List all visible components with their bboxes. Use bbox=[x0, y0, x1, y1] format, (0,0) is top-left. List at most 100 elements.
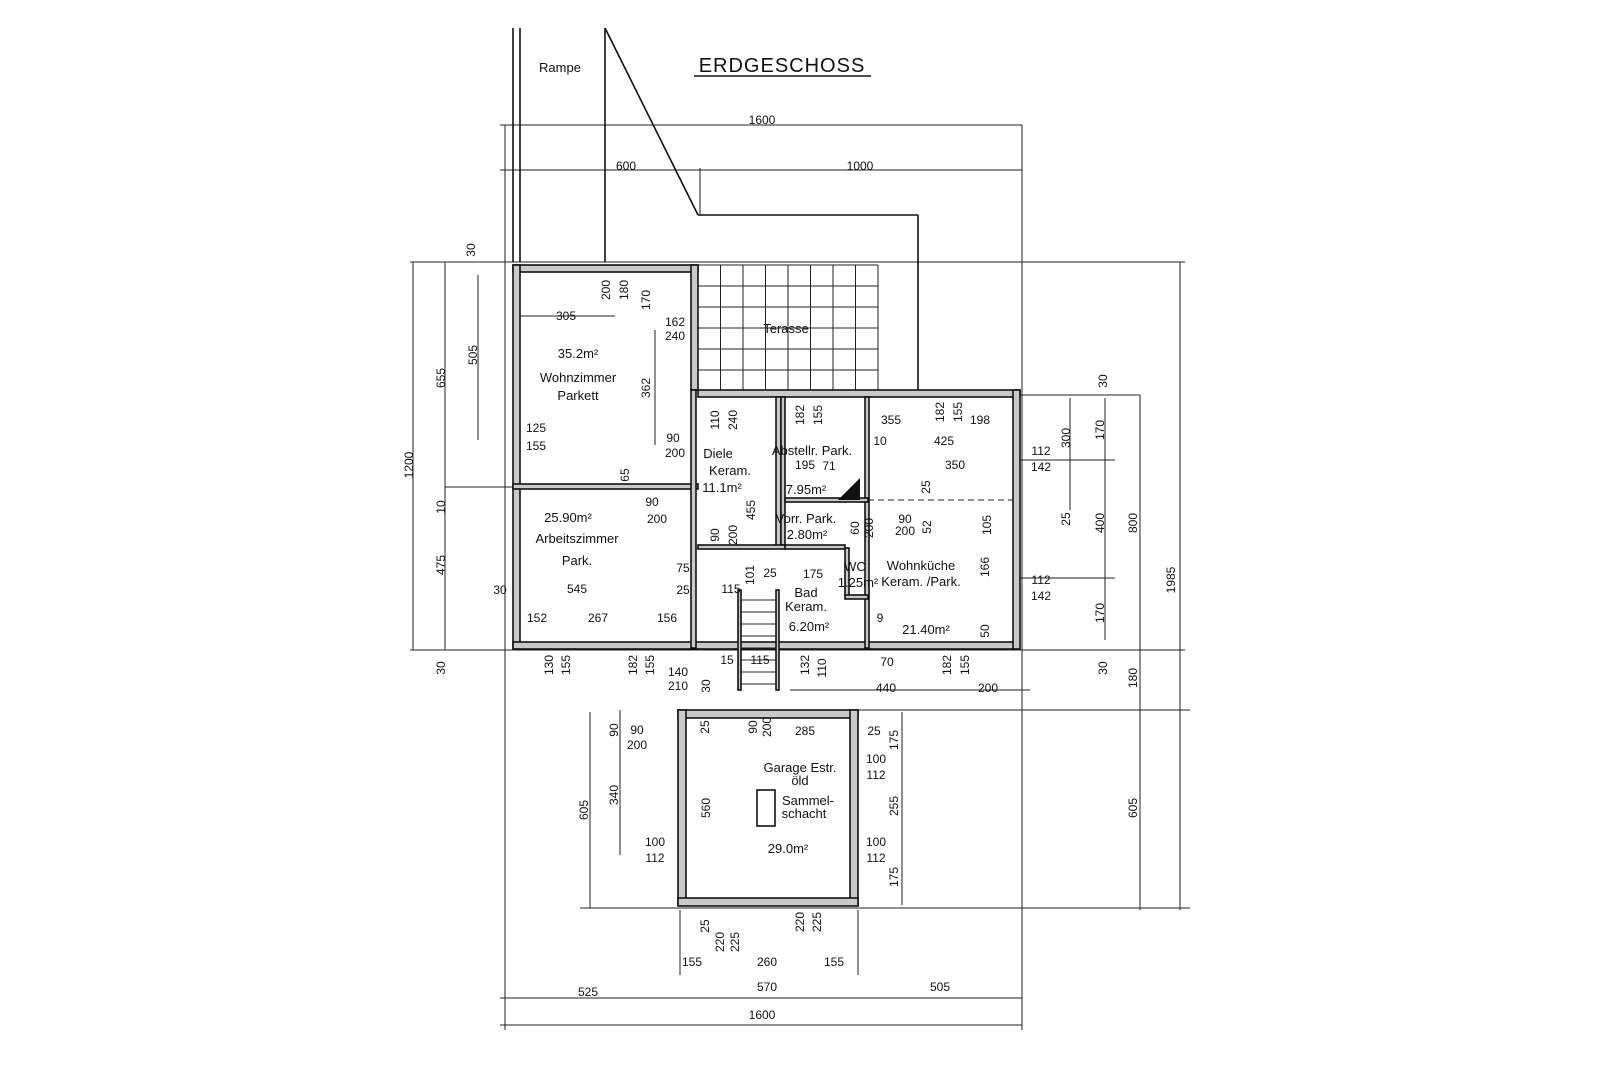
wall bbox=[690, 389, 697, 649]
dimension-label: 800 bbox=[1126, 513, 1140, 533]
dimension-label: 155 bbox=[643, 655, 657, 675]
chimney bbox=[838, 478, 860, 500]
dimension-label: 30 bbox=[464, 243, 478, 257]
room-name: Garage Estr. bbox=[764, 760, 837, 775]
dimension-label: 605 bbox=[577, 800, 591, 820]
dimension-label: 260 bbox=[757, 955, 777, 969]
dimension-label: 90 bbox=[708, 528, 722, 542]
dimension-label: 655 bbox=[434, 368, 448, 388]
dimension-label: 170 bbox=[1093, 603, 1107, 623]
wall bbox=[677, 709, 687, 906]
dimension-label: 155 bbox=[526, 439, 546, 453]
wall bbox=[677, 709, 859, 719]
dimension-lines bbox=[410, 124, 1190, 1030]
dimension-label: 25 bbox=[1059, 512, 1073, 526]
dimension-label: 220 bbox=[793, 912, 807, 932]
dimension-label: 100 bbox=[866, 752, 886, 766]
dimension-label: 240 bbox=[665, 329, 685, 343]
wall bbox=[697, 544, 786, 550]
dimension-label: 1000 bbox=[847, 159, 874, 173]
room-floor: öld bbox=[791, 773, 808, 788]
dimension-label: 220 bbox=[713, 932, 727, 952]
dimension-label: 200 bbox=[647, 512, 667, 526]
dimension-label: 170 bbox=[639, 290, 653, 310]
wall bbox=[512, 264, 699, 273]
dimension-label: 100 bbox=[645, 835, 665, 849]
dimension-label: 545 bbox=[567, 582, 587, 596]
room-area: 29.0m² bbox=[768, 841, 809, 856]
room-name: Wohnküche bbox=[887, 558, 955, 573]
dimension-label: 112 bbox=[1031, 573, 1050, 587]
dimension-label: 30 bbox=[434, 661, 448, 675]
dimension-label: 175 bbox=[803, 567, 823, 581]
dimension-label: 600 bbox=[616, 159, 636, 173]
room-name: Wohnzimmer bbox=[540, 370, 617, 385]
wall bbox=[1012, 389, 1021, 650]
dimension-label: 25 bbox=[698, 919, 712, 933]
wall bbox=[775, 589, 780, 691]
dimension-label: 30 bbox=[699, 679, 713, 693]
room-name: WC bbox=[844, 559, 866, 574]
dimension-label: 30 bbox=[493, 583, 507, 597]
wall bbox=[512, 264, 521, 649]
wall bbox=[849, 709, 859, 906]
dimension-label: 101 bbox=[743, 565, 757, 585]
room-area: 21.40m² bbox=[902, 622, 950, 637]
dimension-label: 1600 bbox=[749, 113, 776, 127]
dimension-label: 200 bbox=[978, 681, 998, 695]
dimension-label: 1600 bbox=[749, 1008, 776, 1022]
dimension-label: 156 bbox=[657, 611, 677, 625]
dimension-label: 140 bbox=[668, 665, 688, 679]
dimension-label: 112 bbox=[1031, 444, 1050, 458]
dimension-label: 285 bbox=[795, 724, 815, 738]
dimension-label: 130 bbox=[542, 655, 556, 675]
room-area: 6.20m² bbox=[789, 619, 830, 634]
room-area: 35.2m² bbox=[558, 346, 599, 361]
dimension-label: 340 bbox=[607, 785, 621, 805]
dimension-label: 195 bbox=[795, 458, 815, 472]
dimension-label: 225 bbox=[810, 912, 824, 932]
dimension-label: 255 bbox=[887, 796, 901, 816]
room-floor: Keram. bbox=[785, 599, 827, 614]
dimension-label: 225 bbox=[728, 932, 742, 952]
wall bbox=[784, 544, 846, 550]
dimension-label: 30 bbox=[1096, 661, 1110, 675]
sammelschacht bbox=[756, 789, 776, 827]
dimension-label: 200 bbox=[726, 525, 740, 545]
dimension-label: 70 bbox=[880, 655, 894, 669]
room-area: 7.95m² bbox=[786, 482, 827, 497]
dimension-label: 200 bbox=[895, 524, 915, 538]
dimension-label: 90 bbox=[630, 723, 644, 737]
dimension-label: 155 bbox=[559, 655, 573, 675]
dimension-label: 475 bbox=[434, 555, 448, 575]
dimension-label: 400 bbox=[1093, 513, 1107, 533]
sammelschacht-label-2: schacht bbox=[782, 806, 827, 821]
dimension-label: 560 bbox=[699, 798, 713, 818]
room-name: Diele bbox=[703, 446, 733, 461]
wall bbox=[512, 483, 699, 490]
room-floor: Parkett bbox=[557, 388, 599, 403]
dimension-label: 115 bbox=[750, 653, 769, 667]
dimension-label: 25 bbox=[698, 720, 712, 734]
dimension-label: 60 bbox=[848, 521, 862, 535]
dimension-label: 152 bbox=[527, 611, 547, 625]
dimension-label: 240 bbox=[726, 410, 740, 430]
dimension-label: 50 bbox=[978, 624, 992, 638]
dimension-label: 25 bbox=[867, 724, 881, 738]
dimension-label: 570 bbox=[757, 980, 777, 994]
dimension-label: 30 bbox=[1096, 374, 1110, 388]
room-name: Abstellr. Park. bbox=[772, 443, 852, 458]
dimension-label: 1200 bbox=[402, 451, 416, 478]
dimension-label: 525 bbox=[578, 985, 598, 999]
dimension-label: 155 bbox=[951, 402, 965, 422]
sammelschacht-label-1: Sammel- bbox=[782, 793, 834, 808]
dimension-label: 200 bbox=[862, 518, 876, 538]
dimension-label: 15 bbox=[720, 653, 734, 667]
dimension-label: 100 bbox=[866, 835, 886, 849]
dimension-label: 142 bbox=[1031, 589, 1051, 603]
room-floor: Keram. /Park. bbox=[881, 574, 960, 589]
room-floor: Keram. bbox=[709, 463, 751, 478]
dimension-label: 90 bbox=[666, 431, 680, 445]
dimension-label: 180 bbox=[1126, 668, 1140, 688]
dimension-label: 198 bbox=[970, 413, 990, 427]
